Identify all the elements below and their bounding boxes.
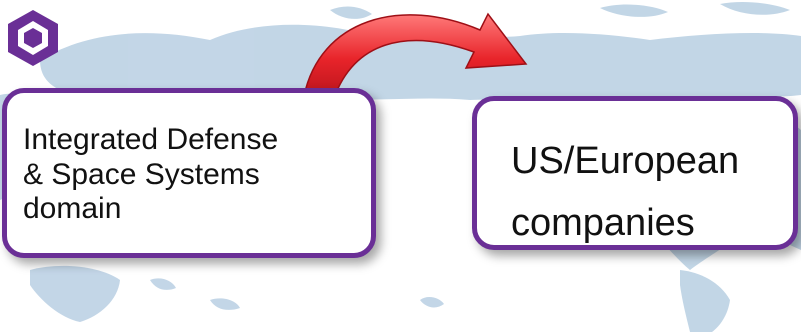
map-land-islands (330, 2, 790, 19)
source-domain-box: Integrated Defense & Space Systems domai… (2, 88, 376, 258)
source-domain-line-1: Integrated Defense (23, 123, 279, 156)
target-companies-box: US/European companies (472, 96, 798, 250)
map-land-north (40, 24, 801, 101)
map-land-oceania (30, 265, 120, 322)
source-domain-line-2: & Space Systems (23, 157, 260, 191)
curved-arrow-right-icon (303, 12, 528, 105)
map-land-south-america (680, 270, 730, 332)
target-companies-line-2: companies (511, 201, 695, 244)
map-land-pacific (150, 278, 444, 310)
hexagon-ring-logo-icon (8, 10, 58, 66)
source-domain-line-3: domain (23, 192, 122, 225)
target-companies-line-1: US/European (511, 140, 740, 182)
